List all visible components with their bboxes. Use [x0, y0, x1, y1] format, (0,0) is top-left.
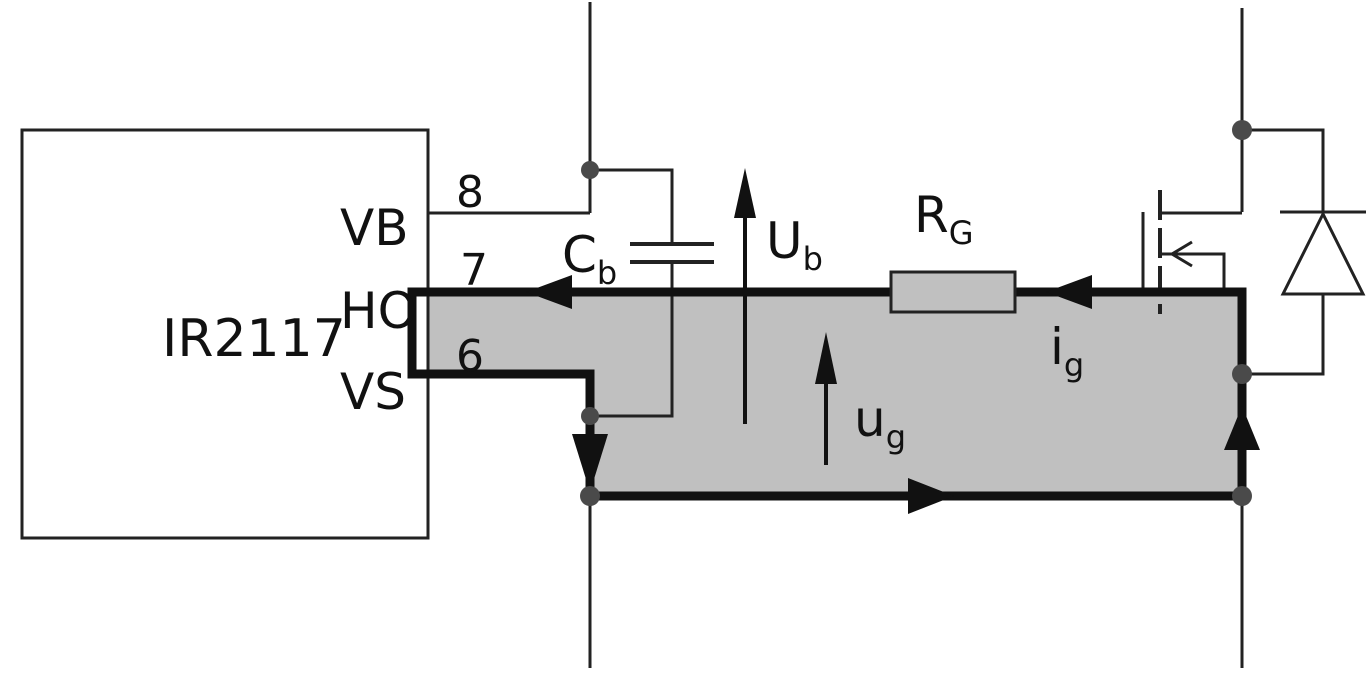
ic-box: [20, 128, 430, 540]
wires: [428, 2, 1325, 668]
voltage-arrows: [734, 168, 837, 465]
arrow-ho: [526, 275, 572, 309]
arrow-rg: [1046, 275, 1092, 309]
current-arrows: [526, 275, 1260, 514]
capacitor-symbol: [630, 242, 714, 264]
resistor-label: RG: [914, 186, 974, 252]
pin-vb-number: 8: [456, 167, 484, 218]
mosfet-arrow: [1169, 240, 1193, 268]
arrow-right-up: [1224, 406, 1260, 450]
junction-nodes: [580, 120, 1252, 506]
bootstrap-voltage-label: Ub: [766, 212, 823, 278]
gate-resistor: [889, 270, 1017, 314]
arrow-left-down: [572, 434, 608, 492]
pin-ho-number: 7: [460, 245, 488, 296]
chip-label: IR2117: [162, 309, 346, 369]
pin-ho-label: HO: [340, 282, 417, 340]
gate-voltage-label: ug: [854, 390, 906, 456]
capacitor-label: Cb: [562, 226, 617, 292]
arrow-bottom: [908, 478, 954, 514]
pin-vb-label: VB: [340, 199, 409, 257]
pin-vs-number: 6: [456, 331, 484, 382]
freewheel-diode: [1280, 210, 1366, 296]
gate-current-label: ig: [1050, 318, 1084, 384]
pin-vs-label: VS: [340, 363, 406, 421]
